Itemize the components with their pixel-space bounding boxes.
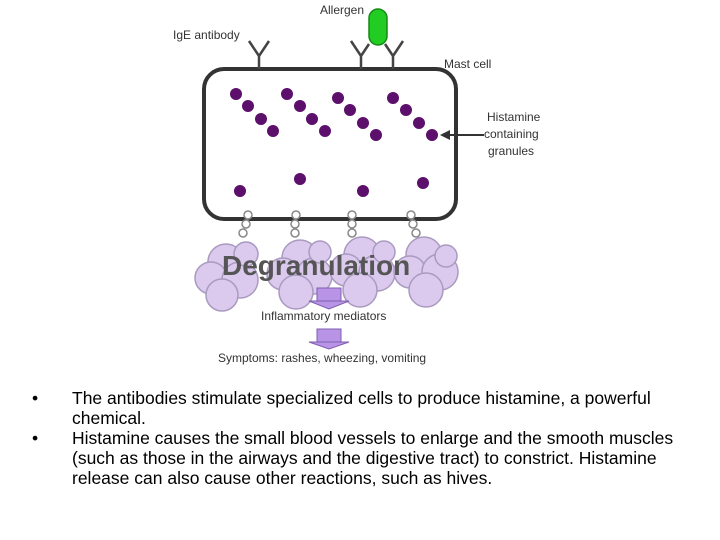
bullet-text: Histamine causes the small blood vessels… <box>72 428 673 488</box>
granule <box>319 125 331 137</box>
granule <box>294 100 306 112</box>
granule <box>426 129 438 141</box>
histamine-label-line1: Histamine <box>487 110 541 124</box>
granule <box>294 173 306 185</box>
bullet-text: The antibodies stimulate specialized cel… <box>72 388 651 428</box>
allergen-shape <box>369 9 387 45</box>
bullet-list: • The antibodies stimulate specialized c… <box>32 388 700 488</box>
allergen-label: Allergen <box>320 3 364 17</box>
granule <box>413 117 425 129</box>
histamine-label-line3: granules <box>488 144 534 158</box>
granule <box>332 92 344 104</box>
granule <box>400 104 412 116</box>
symptoms-label: Symptoms: rashes, wheezing, vomiting <box>218 351 426 365</box>
bullet-marker: • <box>32 388 38 408</box>
ige-antibody-label: IgE antibody <box>173 28 240 42</box>
allergy-diagram: Allergen IgE antibody Mast cell Histamin… <box>0 0 720 380</box>
ige-antibody-left <box>249 41 269 69</box>
histamine-label-line2: containing <box>484 127 539 141</box>
granule <box>242 100 254 112</box>
granule <box>357 185 369 197</box>
granule <box>255 113 267 125</box>
bullet-item: • Histamine causes the small blood vesse… <box>32 428 700 488</box>
ige-antibody-mid <box>351 41 369 69</box>
bullet-marker: • <box>32 428 38 448</box>
granule <box>230 88 242 100</box>
granule <box>281 88 293 100</box>
degranulation-label: Degranulation <box>222 250 410 281</box>
ige-antibody-right <box>385 41 403 69</box>
process-arrow-2 <box>309 329 349 349</box>
inflammatory-mediators-label: Inflammatory mediators <box>261 309 386 323</box>
granule <box>267 125 279 137</box>
granule <box>344 104 356 116</box>
granule <box>387 92 399 104</box>
bullet-item: • The antibodies stimulate specialized c… <box>32 388 700 428</box>
granule <box>370 129 382 141</box>
granule <box>417 177 429 189</box>
granule <box>306 113 318 125</box>
granule <box>357 117 369 129</box>
granule <box>234 185 246 197</box>
mast-cell-label: Mast cell <box>444 57 491 71</box>
